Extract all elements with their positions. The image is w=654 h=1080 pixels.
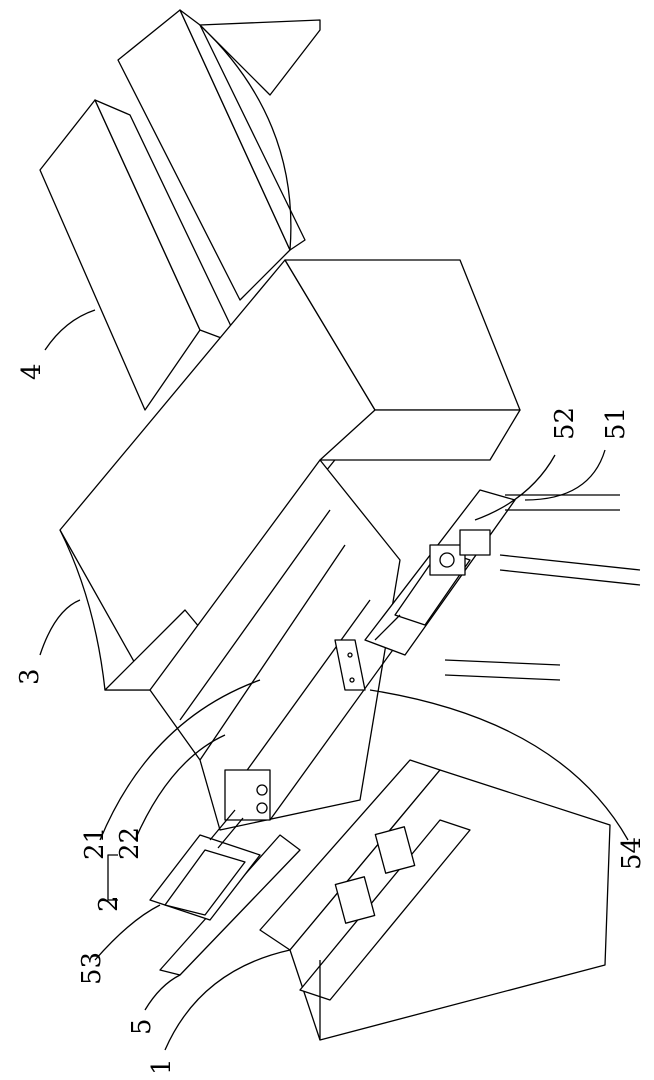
label-2: 2 bbox=[94, 895, 124, 912]
label-4: 4 bbox=[17, 363, 47, 380]
label-22: 22 bbox=[115, 827, 145, 860]
label-54: 54 bbox=[617, 837, 647, 870]
label-51: 51 bbox=[601, 407, 631, 440]
label-3: 3 bbox=[15, 668, 45, 685]
label-21: 21 bbox=[80, 827, 110, 860]
label-53: 53 bbox=[77, 952, 107, 985]
label-5: 5 bbox=[127, 1018, 157, 1035]
label-52: 52 bbox=[550, 407, 580, 440]
label-1: 1 bbox=[147, 1058, 177, 1075]
frame-51 bbox=[365, 490, 640, 680]
